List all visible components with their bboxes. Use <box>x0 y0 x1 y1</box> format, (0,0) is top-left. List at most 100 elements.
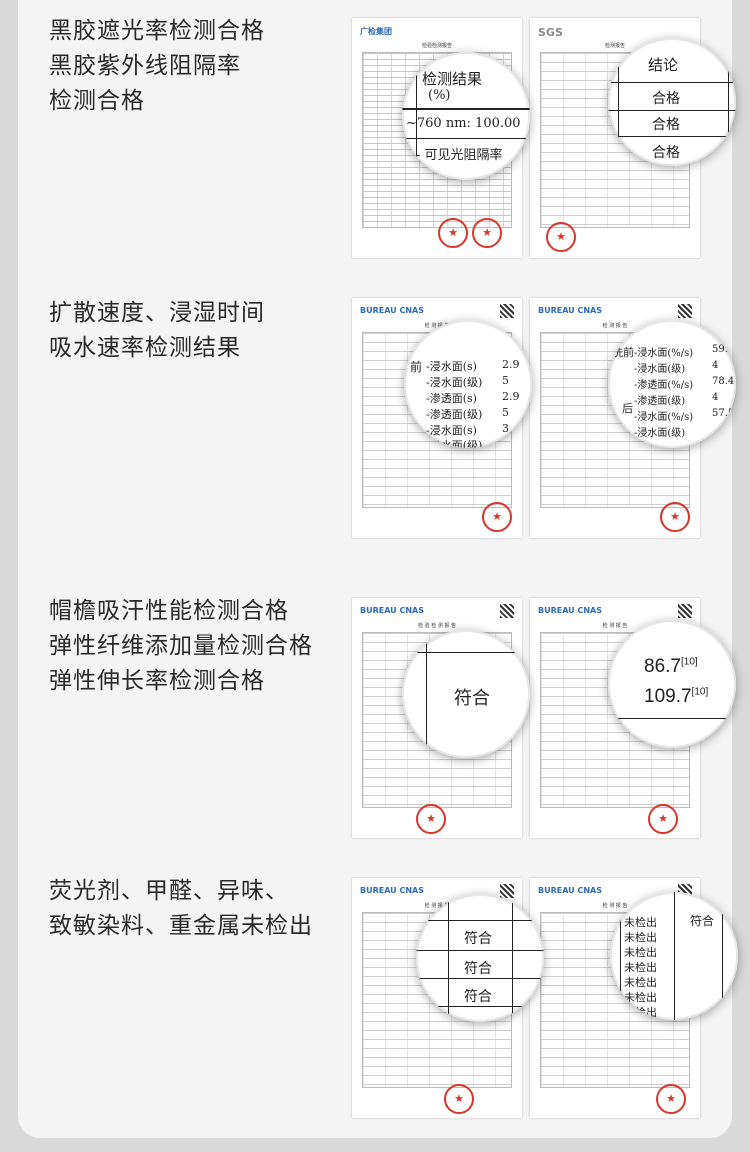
section-title: 帽檐吸汗性能检测合格 弹性纤维添加量检测合格 弹性伸长率检测合格 <box>49 594 313 699</box>
mag-text: 结论 <box>648 56 679 74</box>
report-title: 检 测 报 告 <box>602 623 628 629</box>
content-card: 黑胶遮光率检测合格 黑胶紫外线阻隔率 检测合格 广检集团 检验检测报告 ★ ★ … <box>18 0 738 1138</box>
mag-text: 未检出 <box>624 931 657 944</box>
mag-text: -浸水面(级) <box>634 428 686 439</box>
report-header: BUREAU CNAS <box>360 306 424 315</box>
mag-text: ~760 nm: 100.00 <box>406 116 521 131</box>
report-header: BUREAU CNAS <box>360 886 424 895</box>
title-line: 弹性纤维添加量检测合格 <box>49 633 313 659</box>
mag-text: 符合 <box>464 989 492 1005</box>
report-title: 检测报告 <box>604 43 625 49</box>
seal-icon: ★ <box>660 502 690 532</box>
mag-text: -浸水面(%/s) <box>634 412 694 423</box>
mag-text: 未检出 <box>624 991 657 1004</box>
seal-icon: ★ <box>438 218 468 248</box>
mag-text: - 可见光阻隔率 <box>416 148 503 163</box>
mag-text: 合格 <box>652 91 680 107</box>
magnifier: 前 -浸水面(s) 2.9 -浸水面(级) 5 -渗透面(s) 2.9 -渗透面… <box>404 320 532 448</box>
report-header: BUREAU CNAS <box>538 886 602 895</box>
mag-text: 合格 <box>652 145 680 161</box>
seal-icon: ★ <box>472 218 502 248</box>
qr-code-icon <box>678 304 692 318</box>
mag-text: 符合 <box>464 961 492 977</box>
mag-text: 未检出 <box>624 961 657 974</box>
magnifier: 符合 符合 符合 <box>416 894 544 1022</box>
mag-text: 5 <box>502 374 509 387</box>
title-line: 吸水速率检测结果 <box>49 335 241 361</box>
seal-icon: ★ <box>444 1084 474 1114</box>
mag-value-number: 86.7 <box>644 656 681 677</box>
qr-code-icon <box>678 604 692 618</box>
mag-text: 2.9 <box>502 358 520 371</box>
mag-text: 78.4 <box>712 376 735 387</box>
mag-text: 洗前 <box>612 346 634 359</box>
seal-icon: ★ <box>656 1084 686 1114</box>
mag-text: 未检出 <box>624 946 657 959</box>
report-title: 检 测 报 告 <box>602 903 628 909</box>
magnifier: 检测结果 (%) ~760 nm: 100.00 - 可见光阻隔率 <box>402 52 530 180</box>
report-header: SGS <box>538 26 563 39</box>
section-title: 扩散速度、浸湿时间 吸水速率检测结果 <box>49 296 265 366</box>
mag-text: 未检出 <box>624 976 657 989</box>
mag-text: -渗透面(s) <box>426 392 477 405</box>
mag-text: -渗透面(%/s) <box>634 380 694 391</box>
qr-code-icon <box>500 304 514 318</box>
title-line: 黑胶遮光率检测合格 <box>49 18 265 44</box>
magnifier: 86.7[10] 109.7[10] <box>608 620 736 748</box>
mag-value-number: 109.7 <box>644 686 692 707</box>
title-line: 弹性伸长率检测合格 <box>49 668 265 694</box>
mag-text: 符合 <box>454 688 490 709</box>
mag-text: -渗透面(级) <box>634 396 686 407</box>
report-header: 广检集团 <box>360 27 392 36</box>
mag-text: 合格 <box>652 117 680 133</box>
report-title: 检 测 报 告 <box>424 323 450 329</box>
mag-value: 86.7[10] <box>644 656 698 678</box>
magnifier: 符合 未检出 未检出 未检出 未检出 未检出 未检出 未检出 <box>610 892 738 1020</box>
report-header: BUREAU CNAS <box>360 606 424 615</box>
title-line: 黑胶紫外线阻隔率 <box>49 53 241 79</box>
report-title: 检验检测报告 <box>421 43 452 49</box>
mag-text: 后 <box>622 402 633 415</box>
seal-icon: ★ <box>482 502 512 532</box>
mag-text: -浸水面(s) <box>426 360 477 373</box>
report-title: 检 测 报 告 <box>424 903 450 909</box>
mag-text: 检测结果 <box>422 70 483 88</box>
mag-value-footnote: [10] <box>691 686 709 698</box>
section-title: 黑胶遮光率检测合格 黑胶紫外线阻隔率 检测合格 <box>49 14 265 119</box>
mag-text: 57.5 <box>712 408 735 419</box>
mag-text: 3 <box>502 422 509 435</box>
magnifier: 结论 合格 合格 合格 <box>608 38 736 166</box>
report-title: 检 测 报 告 <box>602 323 628 329</box>
title-line: 致敏染料、重金属未检出 <box>49 913 313 939</box>
seal-icon: ★ <box>546 222 576 252</box>
magnifier: 洗前 后 -浸水面(%/s) 59.7 -浸水面(级) 4 -渗透面(%/s) … <box>608 320 736 448</box>
mag-text: 4 <box>712 360 719 371</box>
qr-code-icon <box>500 604 514 618</box>
mag-text: -浸水面(级) <box>634 364 686 375</box>
mag-text: (%) <box>428 88 451 103</box>
report-title: 检 验 检 测 报 告 <box>418 623 456 629</box>
mag-text: -渗水面(级) <box>426 439 483 448</box>
mag-text: 2.9 <box>502 390 520 403</box>
mag-text: -浸水面(%/s) <box>634 348 694 359</box>
mag-value-footnote: [10] <box>680 656 698 668</box>
mag-text: 前 <box>410 360 423 374</box>
mag-text: 符合 <box>464 931 492 947</box>
mag-text: 未检出 <box>624 916 657 929</box>
mag-text: -渗透面(级) <box>426 408 483 421</box>
section-title: 荧光剂、甲醛、异味、 致敏染料、重金属未检出 <box>49 874 313 944</box>
mag-text: -浸水面(s) <box>426 424 477 437</box>
report-header: BUREAU CNAS <box>538 306 602 315</box>
mag-text: 未检出 <box>624 1006 657 1019</box>
title-line: 检测合格 <box>49 88 145 114</box>
title-line: 扩散速度、浸湿时间 <box>49 300 265 326</box>
mag-text: 4 <box>712 392 719 403</box>
qr-code-icon <box>500 884 514 898</box>
title-line: 帽檐吸汗性能检测合格 <box>49 598 289 624</box>
seal-icon: ★ <box>648 804 678 834</box>
mag-text: -浸水面(级) <box>426 376 483 389</box>
mag-text: 符合 <box>690 914 715 928</box>
report-header: BUREAU CNAS <box>538 606 602 615</box>
magnifier: 符合 <box>402 630 530 758</box>
title-line: 荧光剂、甲醛、异味、 <box>49 878 289 904</box>
